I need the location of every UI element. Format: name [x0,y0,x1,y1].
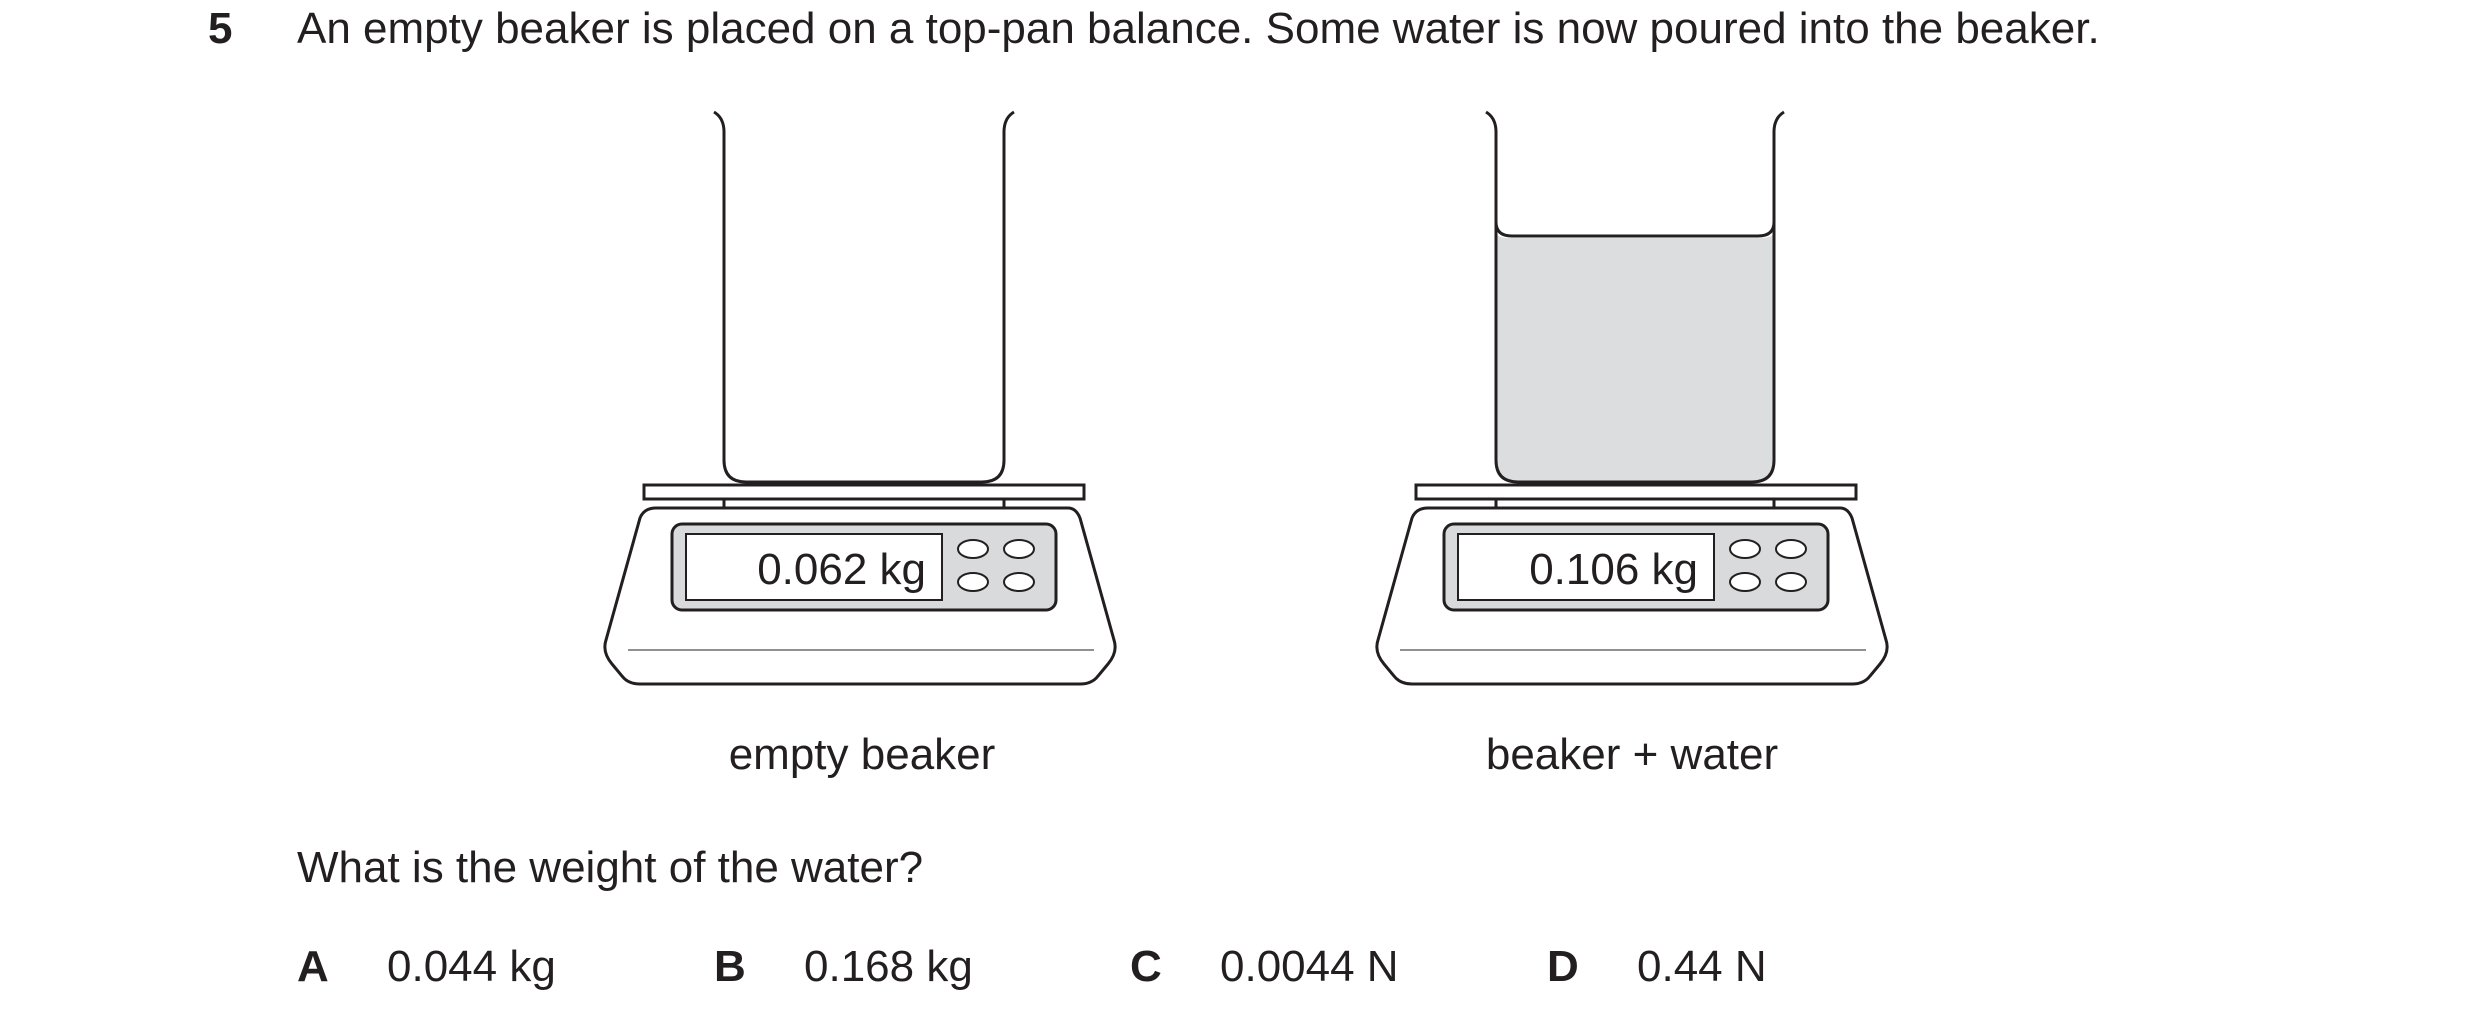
left-display-reading: 0.062 kg [757,545,926,594]
right-button-icon [1729,539,1761,559]
option-letter: A [297,942,329,991]
right-water-surface [1494,221,1776,238]
question-prompt: What is the weight of the water? [297,843,924,892]
option-value: 0.0044 N [1220,942,1399,991]
option-value: 0.168 kg [804,942,973,991]
right-display-reading: 0.106 kg [1529,545,1698,594]
option-letter: C [1130,942,1162,991]
left-caption: empty beaker [728,730,996,779]
option-letter: B [714,942,746,991]
right-button-icon [1775,539,1807,559]
right-balance-pan [1414,483,1858,501]
right-water [1496,232,1774,482]
right-button-icon [1775,572,1807,592]
right-balance-group [1375,110,1889,686]
left-button-icon [957,539,989,559]
option-c[interactable]: C 0.0044 N [1130,942,1399,992]
left-button-icon [1003,539,1035,559]
left-beaker [713,110,1015,484]
left-display-screen [685,533,943,601]
right-beaker [1485,110,1785,484]
right-caption: beaker + water [1485,730,1779,779]
left-button-icon [1003,572,1035,592]
right-display-screen [1457,533,1715,601]
option-letter: D [1547,942,1579,991]
left-button-icon [957,572,989,592]
question-number: 5 [208,4,233,53]
left-balance-group [603,110,1117,686]
option-d[interactable]: D 0.44 N [1547,942,1767,992]
option-value: 0.044 kg [387,942,556,991]
option-a[interactable]: A 0.044 kg [297,942,556,992]
left-balance-pan [642,483,1086,501]
right-button-icon [1729,572,1761,592]
option-value: 0.44 N [1637,942,1767,991]
question-stem: An empty beaker is placed on a top-pan b… [297,4,2100,53]
option-b[interactable]: B 0.168 kg [714,942,973,992]
